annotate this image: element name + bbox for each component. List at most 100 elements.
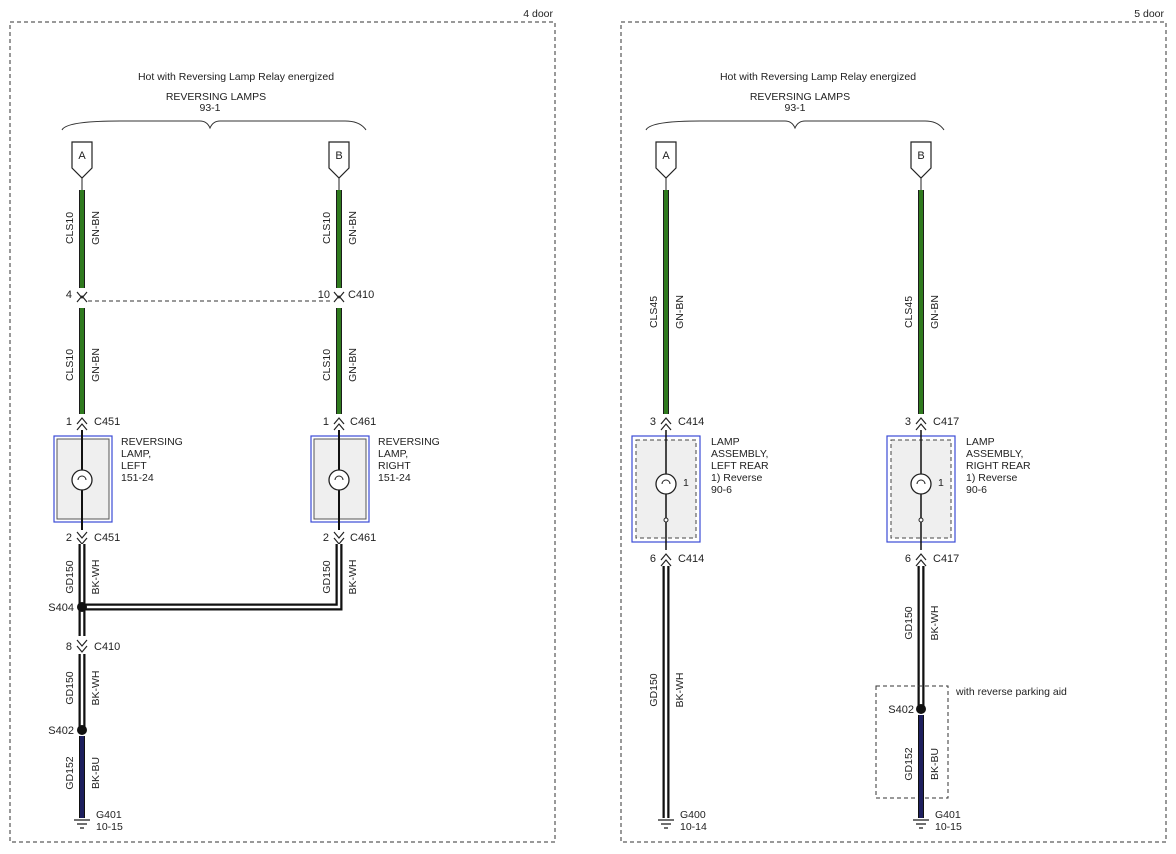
- ground-ref: 10-14: [680, 821, 707, 833]
- ground-ref: 10-15: [935, 821, 962, 833]
- panel-corner-label: 4 door: [523, 8, 553, 20]
- source-ref: 93-1: [199, 102, 220, 114]
- connector-label: C414: [678, 416, 704, 428]
- lamp-icon: [655, 473, 677, 495]
- lamp-icon: [71, 469, 93, 491]
- wire-gd150-right: [82, 544, 343, 611]
- circuit-id: GD152: [64, 756, 76, 789]
- wire-color: BK-WH: [90, 671, 102, 706]
- connector-pin: 8: [66, 641, 72, 653]
- input-tag-a: A: [71, 141, 93, 179]
- connector-pin: 2: [66, 532, 72, 544]
- panel-frame: [620, 21, 1167, 843]
- svg-text:10: 10: [318, 289, 330, 301]
- wire-color: BK-WH: [929, 606, 941, 641]
- lamp-icon: [910, 473, 932, 495]
- svg-text:A: A: [662, 150, 670, 162]
- source-brace: [645, 120, 945, 131]
- circuit-id: CLS10: [321, 212, 333, 244]
- wire-color: BK-WH: [90, 560, 102, 595]
- reversing-lamp-right: REVERSING LAMP, RIGHT 151-24: [310, 430, 440, 530]
- wire-color: GN-BN: [347, 348, 359, 382]
- circuit-id: GD150: [64, 560, 76, 593]
- svg-text:LEFT REAR: LEFT REAR: [711, 460, 769, 472]
- svg-text:151-24: 151-24: [378, 472, 411, 484]
- lamp-icon: [328, 469, 350, 491]
- svg-text:RIGHT: RIGHT: [378, 460, 411, 472]
- wire-color: GN-BN: [929, 295, 941, 329]
- circuit-id: GD150: [321, 560, 333, 593]
- svg-text:1: 1: [938, 477, 944, 489]
- connector-pin: 3: [650, 416, 656, 428]
- svg-text:151-24: 151-24: [121, 472, 154, 484]
- splice-s402: [77, 725, 87, 735]
- ground-icon: [74, 819, 90, 829]
- source-ref: 93-1: [784, 102, 805, 114]
- wire-color: BK-BU: [90, 757, 102, 789]
- option-box: [875, 685, 949, 799]
- wire-color: GN-BN: [90, 211, 102, 245]
- wire-color: GN-BN: [347, 211, 359, 245]
- condition-text: Hot with Reversing Lamp Relay energized: [720, 71, 916, 83]
- ground-icon: [913, 819, 929, 829]
- wire-color: BK-WH: [347, 560, 359, 595]
- svg-text:4: 4: [66, 289, 72, 301]
- wire-color: GN-BN: [90, 348, 102, 382]
- connector-pin: 1: [66, 416, 72, 428]
- svg-text:1: 1: [683, 477, 689, 489]
- connector-pin: 2: [323, 532, 329, 544]
- lamp-assembly-left-rear: 1 LAMP ASSEMBLY, LEFT REAR 1) Reverse 90…: [631, 430, 769, 550]
- circuit-id: CLS10: [64, 212, 76, 244]
- splice-label: S402: [48, 725, 74, 737]
- svg-text:1) Reverse: 1) Reverse: [966, 472, 1018, 484]
- panel-5-door: 5 door Hot with Reversing Lamp Relay ene…: [620, 8, 1167, 843]
- ground-label: G400: [680, 809, 706, 821]
- source-brace: [61, 120, 367, 131]
- connector-label: C451: [94, 532, 120, 544]
- connector-c410-top: 4 10 C410: [66, 289, 374, 303]
- svg-text:RIGHT REAR: RIGHT REAR: [966, 460, 1031, 472]
- svg-text:ASSEMBLY,: ASSEMBLY,: [711, 448, 768, 460]
- svg-text:B: B: [917, 150, 924, 162]
- circuit-id: CLS10: [64, 349, 76, 381]
- svg-text:LAMP,: LAMP,: [378, 448, 408, 460]
- svg-text:90-6: 90-6: [966, 484, 987, 496]
- svg-text:LAMP: LAMP: [711, 436, 740, 448]
- lamp-assembly-right-rear: 1 LAMP ASSEMBLY, RIGHT REAR 1) Reverse 9…: [886, 430, 1031, 550]
- input-tag-b: B: [910, 141, 932, 179]
- circuit-id: GD150: [648, 673, 660, 706]
- svg-text:ASSEMBLY,: ASSEMBLY,: [966, 448, 1023, 460]
- connector-pin: 6: [650, 553, 656, 565]
- input-tag-a: A: [655, 141, 677, 179]
- splice-s404: [77, 602, 87, 612]
- splice-label: S402: [888, 704, 914, 716]
- connector-label: C417: [933, 553, 959, 565]
- svg-text:LAMP: LAMP: [966, 436, 995, 448]
- svg-text:A: A: [78, 150, 86, 162]
- svg-text:LEFT: LEFT: [121, 460, 147, 472]
- ground-icon: [658, 819, 674, 829]
- circuit-id: CLS10: [321, 349, 333, 381]
- svg-text:1) Reverse: 1) Reverse: [711, 472, 763, 484]
- svg-text:B: B: [335, 150, 342, 162]
- option-note: with reverse parking aid: [955, 686, 1067, 698]
- svg-text:REVERSING: REVERSING: [378, 436, 440, 448]
- connector-pin: 3: [905, 416, 911, 428]
- circuit-id: CLS45: [903, 296, 915, 328]
- condition-text: Hot with Reversing Lamp Relay energized: [138, 71, 334, 83]
- connector-pin: 1: [323, 416, 329, 428]
- connector-label: C410: [94, 641, 120, 653]
- circuit-id: GD150: [903, 606, 915, 639]
- wire-color: GN-BN: [674, 295, 686, 329]
- connector-label: C461: [350, 532, 376, 544]
- svg-text:90-6: 90-6: [711, 484, 732, 496]
- circuit-id: GD152: [903, 747, 915, 780]
- circuit-id: CLS45: [648, 296, 660, 328]
- connector-label: C461: [350, 416, 376, 428]
- wire-color: BK-WH: [674, 673, 686, 708]
- connector-label: C414: [678, 553, 704, 565]
- input-tag-b: B: [328, 141, 350, 179]
- svg-text:LAMP,: LAMP,: [121, 448, 151, 460]
- source-name: REVERSING LAMPS: [166, 91, 266, 103]
